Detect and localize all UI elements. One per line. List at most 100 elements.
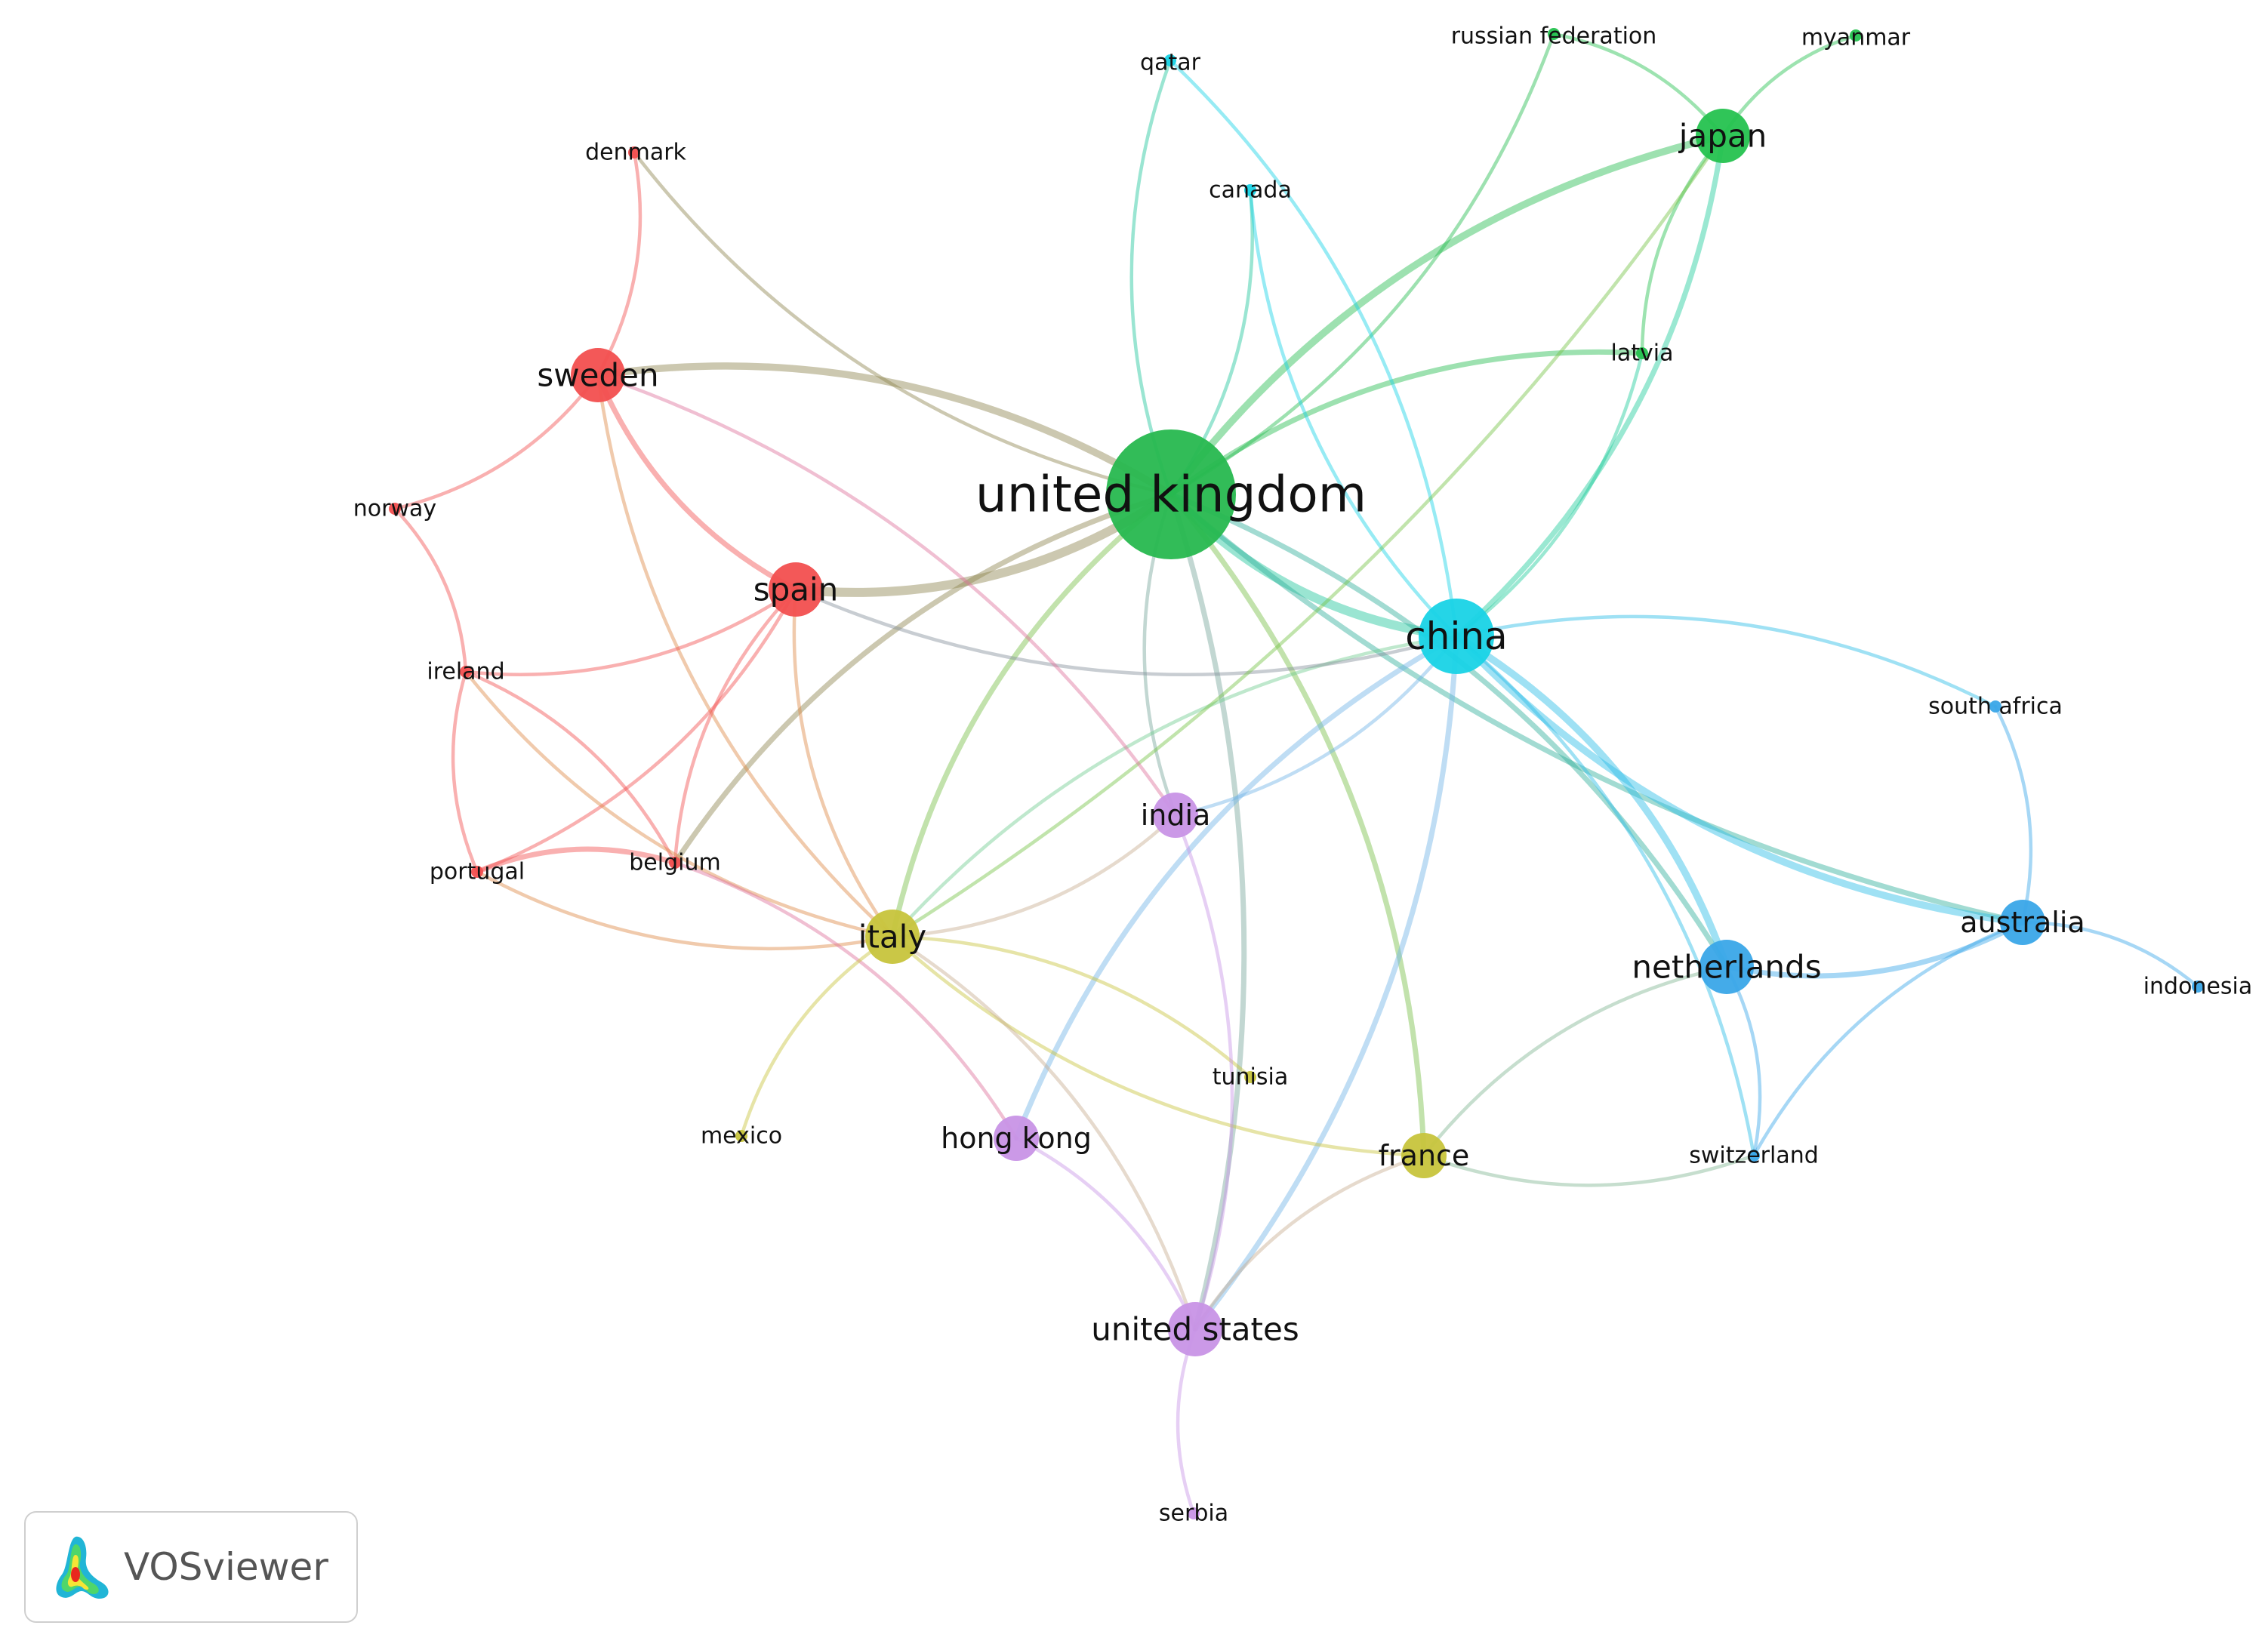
node-india[interactable] <box>1153 793 1198 838</box>
node-qatar[interactable] <box>1164 54 1176 66</box>
link-italy-mexico <box>739 934 895 1138</box>
node-ireland[interactable] <box>460 666 472 678</box>
node-belgium[interactable] <box>669 857 681 869</box>
link-sweden-norway <box>393 373 600 511</box>
link-spain-belgium <box>673 587 798 865</box>
link-china-qatar <box>1168 58 1459 639</box>
link-hongkong-usa <box>1014 1136 1197 1331</box>
link-italy-usa <box>890 934 1197 1331</box>
label-italy: italy <box>858 919 926 956</box>
link-norway-ireland <box>393 506 468 674</box>
link-italy-tunisia <box>890 934 1253 1079</box>
node-france[interactable] <box>1401 1133 1447 1178</box>
node-china[interactable] <box>1419 599 1494 674</box>
link-italy-india <box>890 813 1178 939</box>
link-ireland-italy <box>464 670 895 939</box>
label-sweden: sweden <box>537 357 658 394</box>
link-usa-serbia <box>1176 1327 1197 1516</box>
label-france: france <box>1379 1139 1470 1172</box>
node-latvia[interactable] <box>1636 347 1648 359</box>
node-indonesia[interactable] <box>2192 980 2204 993</box>
node-russia[interactable] <box>1548 28 1560 40</box>
label-switzerland: switzerland <box>1689 1143 1819 1169</box>
node-sweden[interactable] <box>571 348 625 402</box>
link-uk-usa <box>1168 491 1247 1332</box>
link-uk-russia <box>1169 32 1556 497</box>
link-netherlands-australia <box>1724 919 2026 979</box>
node-japan[interactable] <box>1696 109 1750 163</box>
node-uk[interactable] <box>1106 429 1236 559</box>
link-china-usa <box>1192 633 1459 1332</box>
link-france-switzerland <box>1422 1153 1756 1187</box>
link-portugal-italy <box>475 870 895 951</box>
label-japan: japan <box>1678 118 1767 155</box>
label-netherlands: netherlands <box>1632 949 1821 986</box>
label-australia: australia <box>1960 906 2085 939</box>
link-japan-latvia <box>1640 134 1725 356</box>
node-tunisia[interactable] <box>1244 1071 1256 1083</box>
label-russia: russian federation <box>1451 23 1657 50</box>
link-china-netherlands <box>1453 633 1730 971</box>
label-denmark: denmark <box>585 140 686 166</box>
link-uk-sweden <box>594 362 1175 498</box>
node-mexico[interactable] <box>735 1130 747 1142</box>
link-uk-france <box>1168 491 1427 1159</box>
node-spain[interactable] <box>769 562 823 617</box>
node-norway[interactable] <box>389 503 401 515</box>
node-australia[interactable] <box>2000 900 2045 945</box>
node-serbia[interactable] <box>1188 1507 1200 1519</box>
link-sweden-denmark <box>596 150 642 377</box>
link-uk-latvia <box>1168 349 1645 497</box>
node-denmark[interactable] <box>628 146 640 159</box>
label-spain: spain <box>753 571 839 608</box>
link-uk-denmark <box>632 150 1173 497</box>
link-india-usa <box>1173 813 1234 1331</box>
link-uk-japan <box>1167 132 1727 498</box>
label-qatar: qatar <box>1140 50 1201 76</box>
label-mexico: mexico <box>701 1123 782 1150</box>
node-southafrica[interactable] <box>1989 700 2001 713</box>
label-myanmar: myanmar <box>1801 25 1911 51</box>
vosviewer-logo-icon <box>56 1536 109 1599</box>
node-layer <box>389 28 2204 1519</box>
label-layer: united kingdomchinajapanswedenspainitaly… <box>353 23 2252 1527</box>
vosviewer-logo-text: VOSviewer <box>124 1545 328 1589</box>
link-china-spain <box>793 587 1459 676</box>
node-portugal[interactable] <box>471 866 483 878</box>
vosviewer-logo: VOSviewer <box>24 1511 358 1623</box>
link-sweden-italy <box>596 373 895 939</box>
link-italy-france <box>890 934 1426 1158</box>
label-norway: norway <box>353 496 436 522</box>
link-china-italy <box>890 634 1459 939</box>
node-myanmar[interactable] <box>1850 29 1862 42</box>
link-china-hongkong <box>1013 633 1459 1141</box>
label-belgium: belgium <box>629 850 720 876</box>
label-latvia: latvia <box>1611 340 1674 367</box>
node-italy[interactable] <box>865 910 920 964</box>
link-spain-ireland <box>464 587 798 676</box>
node-netherlands[interactable] <box>1699 940 1754 994</box>
link-spain-italy <box>792 587 895 939</box>
link-japan-italy <box>890 134 1725 939</box>
label-tunisia: tunisia <box>1213 1064 1288 1091</box>
node-canada[interactable] <box>1244 184 1256 196</box>
node-usa[interactable] <box>1168 1302 1222 1356</box>
label-uk: united kingdom <box>975 466 1367 524</box>
link-uk-italy <box>889 491 1174 940</box>
link-uk-australia <box>1168 491 2026 925</box>
link-australia-southafrica <box>1993 704 2033 925</box>
link-australia-indonesia <box>2020 920 2200 989</box>
link-uk-qatar <box>1129 58 1173 497</box>
label-usa: united states <box>1091 1311 1299 1348</box>
link-uk-netherlands <box>1168 491 1730 970</box>
node-hongkong[interactable] <box>994 1116 1039 1161</box>
label-hongkong: hong kong <box>941 1122 1092 1155</box>
link-sweden-india <box>596 373 1178 817</box>
label-canada: canada <box>1209 177 1292 204</box>
link-china-australia <box>1453 633 2026 926</box>
link-china-japan <box>1453 133 1726 639</box>
link-sweden-spain <box>595 372 799 593</box>
label-indonesia: indonesia <box>2143 974 2253 1000</box>
node-switzerland[interactable] <box>1748 1150 1760 1162</box>
